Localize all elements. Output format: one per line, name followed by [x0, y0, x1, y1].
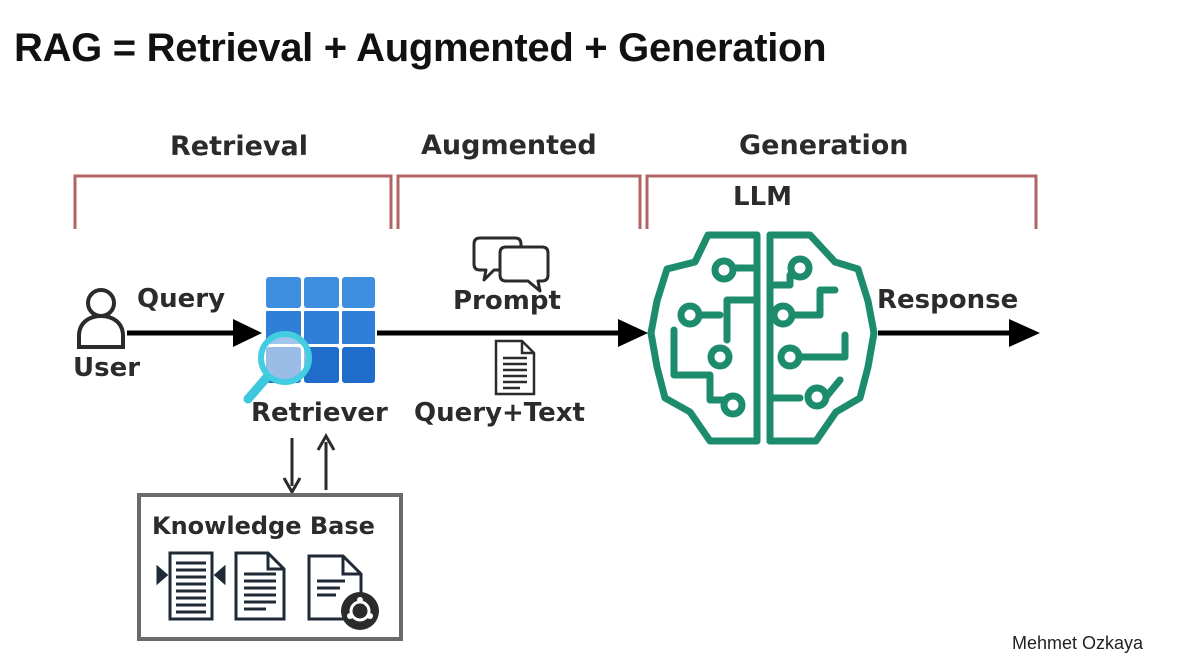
indexed-document-icon [156, 551, 226, 621]
author-credit: Mehmet Ozkaya [1012, 633, 1144, 653]
magnifier-icon [243, 331, 312, 404]
page-title: RAG = Retrieval + Augmented + Generation [14, 26, 827, 70]
document-settings-icon [307, 554, 379, 630]
stage-label-generation: Generation [739, 130, 909, 161]
user-icon [77, 288, 125, 349]
query-label: Query [137, 284, 226, 314]
text-document-icon [234, 551, 286, 621]
llm-brain-icon [647, 231, 878, 445]
bracket-generation [645, 174, 1038, 229]
stage-label-retrieval: Retrieval [170, 131, 308, 162]
retriever-label: Retriever [251, 398, 388, 428]
bracket-augmented [396, 174, 642, 229]
knowledge-base-label: Knowledge Base [152, 512, 375, 540]
retrieve-down-arrow [282, 438, 302, 496]
response-label: Response [877, 285, 1019, 315]
llm-label: LLM [733, 182, 793, 212]
bracket-retrieval [73, 174, 393, 229]
user-label: User [73, 353, 141, 383]
query-text-label: Query+Text [414, 398, 585, 428]
document-icon [494, 339, 536, 396]
query-arrow [127, 319, 262, 347]
response-arrow [878, 319, 1040, 347]
prompt-arrow [377, 319, 648, 347]
chat-bubbles-icon [472, 236, 550, 293]
prompt-label: Prompt [453, 286, 561, 316]
retrieve-up-arrow [316, 432, 336, 490]
stage-label-augmented: Augmented [421, 130, 597, 161]
